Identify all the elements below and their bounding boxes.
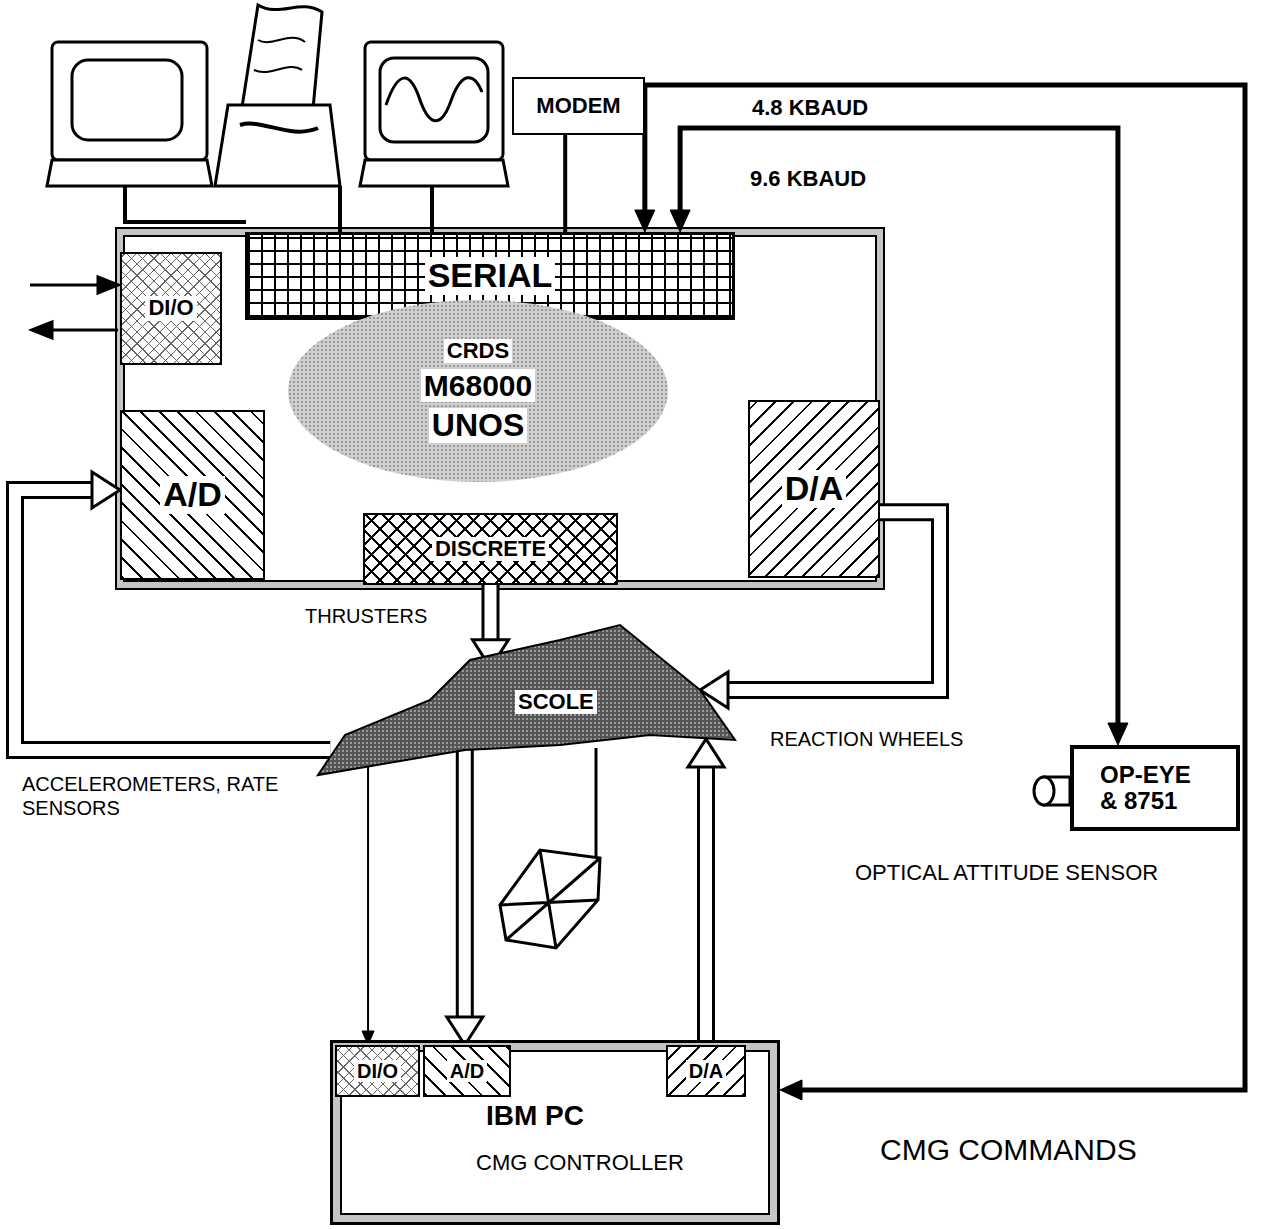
scope-base bbox=[360, 160, 508, 186]
discrete-io-box: DISCRETE bbox=[363, 513, 618, 585]
hollow-arrow bbox=[447, 750, 483, 1045]
arrowhead bbox=[92, 472, 120, 508]
arrowhead bbox=[635, 210, 655, 232]
edge-label: 9.6 KBAUD bbox=[748, 166, 868, 192]
arrowhead bbox=[1108, 723, 1128, 745]
arrowhead bbox=[670, 210, 690, 232]
signal-line bbox=[670, 128, 1128, 745]
printer-paper bbox=[240, 5, 322, 120]
node-label: DI/O bbox=[145, 296, 196, 320]
dio-in-line bbox=[30, 284, 100, 287]
ad-converter-box: A/D bbox=[120, 410, 265, 580]
scole-shape bbox=[318, 625, 735, 775]
oscilloscope bbox=[360, 42, 508, 186]
scole-structure: SCOLE bbox=[310, 622, 740, 780]
scope-screen bbox=[380, 58, 488, 142]
cpu-ellipse: CRDS M68000UNOS bbox=[288, 300, 668, 482]
connector-line bbox=[680, 128, 1118, 725]
signal-line bbox=[362, 766, 374, 1045]
node-label: A/D bbox=[160, 476, 225, 513]
modem-box: MODEM bbox=[512, 77, 645, 135]
node-label: A/D bbox=[447, 1060, 487, 1082]
antenna bbox=[500, 748, 600, 948]
edge-label: REACTION WHEELS bbox=[768, 727, 965, 751]
pc-ad-box: A/D bbox=[423, 1045, 511, 1097]
dio-out-head bbox=[32, 322, 52, 338]
antenna-mast bbox=[595, 748, 598, 872]
node-label: SERIAL bbox=[425, 257, 556, 294]
baud-rate-label: 4.8 KBAUD bbox=[750, 95, 870, 121]
edge-label: CMG COMMANDS bbox=[878, 1132, 1139, 1168]
monitor-body bbox=[52, 42, 207, 160]
node-sublabel: M68000 bbox=[421, 369, 535, 402]
arrow-shaft-outline bbox=[482, 585, 500, 642]
arrow-shaft-outline bbox=[697, 765, 715, 1045]
board-outline bbox=[120, 232, 880, 585]
board-band bbox=[120, 232, 880, 585]
printer-slot bbox=[240, 124, 318, 132]
crds-board bbox=[120, 232, 880, 585]
scope-wire bbox=[430, 186, 434, 232]
connector-line bbox=[563, 135, 567, 232]
scope-trace bbox=[386, 78, 482, 121]
node-label: CRDS bbox=[444, 339, 512, 363]
node-label: DI/O bbox=[354, 1060, 401, 1082]
signal-line bbox=[565, 135, 566, 232]
node-sublabel: OPTICAL ATTITUDE SENSOR bbox=[852, 861, 1161, 885]
arrow-shaft-fill bbox=[459, 750, 471, 1019]
dio-out-line bbox=[52, 329, 118, 332]
edge-label: THRUSTERS bbox=[303, 604, 429, 628]
node-label: D/A bbox=[686, 1060, 726, 1082]
terminal-monitor bbox=[47, 42, 212, 186]
monitor-wire bbox=[125, 186, 246, 222]
optical-sensor-box: OP-EYE & 8751OPTICAL ATTITUDE SENSOR bbox=[1070, 745, 1240, 831]
lens-face bbox=[1034, 777, 1054, 805]
device-wires bbox=[125, 186, 432, 232]
arrow-shaft-fill bbox=[485, 585, 497, 642]
monitor-screen bbox=[72, 60, 182, 140]
da-converter-box: D/A bbox=[748, 400, 880, 578]
dio-in-head bbox=[98, 277, 118, 293]
node-sublabel: CMG CONTROLLER bbox=[473, 1151, 687, 1175]
printer bbox=[215, 5, 340, 186]
node-label: IBM PC bbox=[483, 1101, 587, 1132]
optical-lens bbox=[1034, 777, 1070, 805]
node-sublabel: UNOS bbox=[429, 408, 527, 443]
edge-label: ACCELEROMETERS, RATE SENSORS bbox=[20, 772, 294, 820]
arrow-shaft-outline bbox=[456, 750, 474, 1019]
node-label: DISCRETE bbox=[432, 537, 549, 561]
node-label: D/A bbox=[782, 470, 847, 507]
arrowhead bbox=[780, 1080, 802, 1100]
dio-lines bbox=[30, 277, 118, 338]
arrowhead bbox=[688, 739, 724, 767]
monitor-base bbox=[47, 160, 212, 186]
antenna-ribs bbox=[500, 850, 600, 948]
node-label: OP-EYE & 8751 bbox=[1097, 762, 1213, 815]
printer-body bbox=[215, 105, 340, 186]
hollow-arrow bbox=[688, 739, 724, 1045]
arrow-shaft-fill bbox=[700, 765, 712, 1045]
connector-line bbox=[367, 766, 369, 1033]
hollow-arrow bbox=[15, 472, 330, 750]
pc-dio-box: DI/O bbox=[335, 1045, 420, 1097]
dio-box: DI/O bbox=[120, 252, 222, 365]
node-label: SCOLE bbox=[515, 690, 597, 714]
cmg-controller-box: IBM PC CMG CONTROLLER DI/O A/D D/A bbox=[330, 1040, 780, 1225]
printer-wire bbox=[338, 186, 342, 232]
scope-body bbox=[365, 42, 503, 160]
paper-trace bbox=[254, 38, 305, 72]
node-label: MODEM bbox=[533, 94, 623, 118]
pc-da-box: D/A bbox=[666, 1045, 746, 1097]
antenna-dish bbox=[500, 850, 600, 948]
